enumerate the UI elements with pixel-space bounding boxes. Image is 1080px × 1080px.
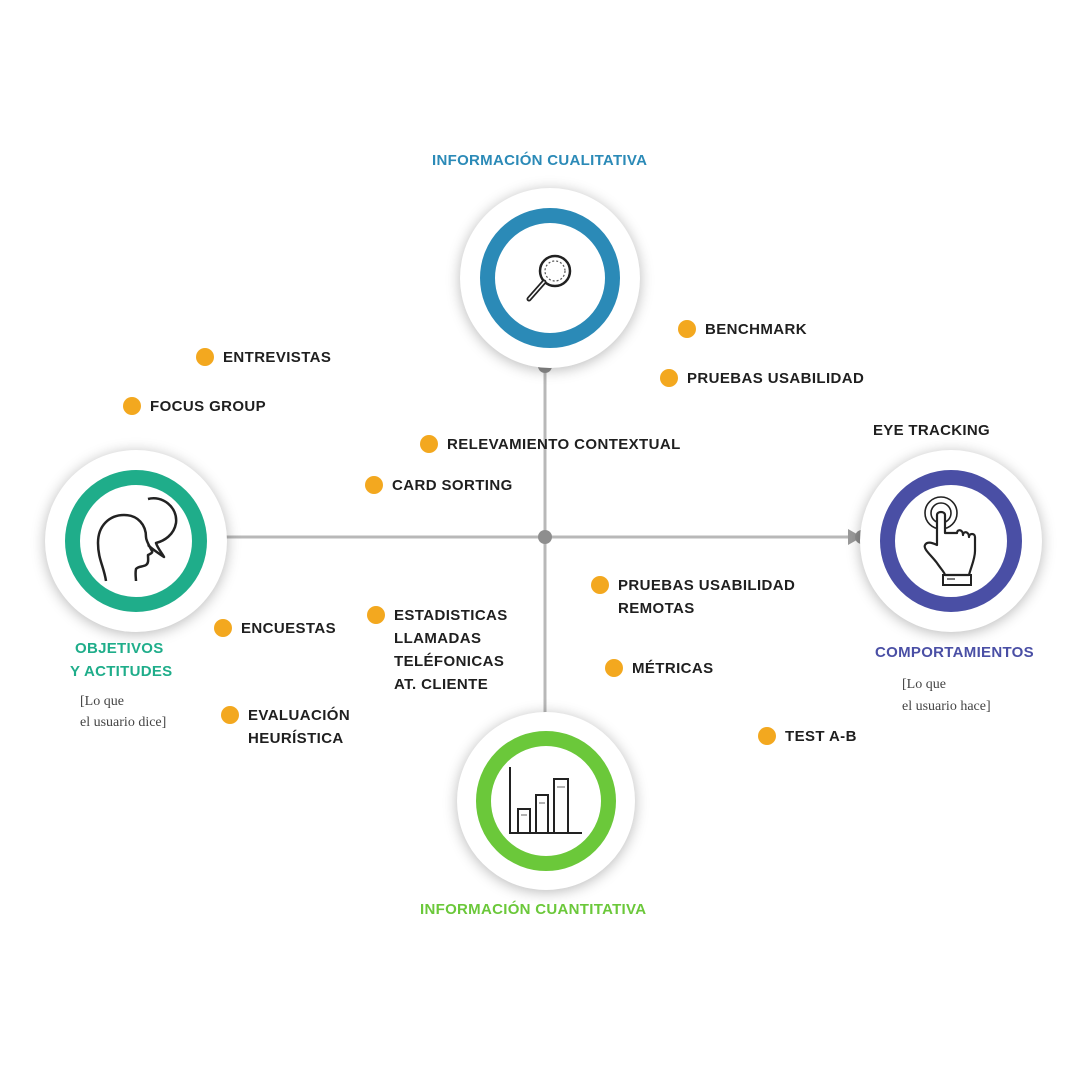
qualitative-hub — [460, 188, 640, 368]
method-label: RELEVAMIENTO CONTEXTUAL — [447, 436, 681, 453]
method-dot — [221, 706, 239, 724]
method-label: TEST A-B — [785, 728, 857, 745]
method-label: ENCUESTAS — [241, 620, 336, 637]
method-dot — [660, 369, 678, 387]
method-pruebas-remotas: PRUEBAS USABILIDAD REMOTAS — [591, 576, 795, 620]
method-metricas: MÉTRICAS — [605, 659, 714, 680]
qualitative-title: INFORMACIÓN CUALITATIVA — [432, 152, 648, 169]
method-entrevistas: ENTREVISTAS — [196, 348, 331, 369]
method-card-sorting: CARD SORTING — [365, 476, 513, 497]
eye-tracking-label: EYE TRACKING — [873, 422, 990, 439]
method-dot — [196, 348, 214, 366]
method-label: CARD SORTING — [392, 477, 513, 494]
attitudes-ring — [65, 470, 207, 612]
method-dot — [758, 727, 776, 745]
method-label: BENCHMARK — [705, 321, 807, 338]
quantitative-ring — [476, 731, 616, 871]
method-label: ESTADISTICAS LLAMADAS TELÉFONICAS AT. CL… — [394, 607, 508, 693]
method-label: EVALUACIÓN HEURÍSTICA — [248, 707, 351, 747]
attitudes-title-line1: OBJETIVOS — [75, 640, 164, 657]
method-dot — [605, 659, 623, 677]
method-evaluacion-heuristica: EVALUACIÓN HEURÍSTICA — [221, 706, 350, 750]
method-focus-group: FOCUS GROUP — [123, 397, 266, 418]
method-estadisticas: ESTADISTICAS LLAMADAS TELÉFONICAS AT. CL… — [367, 606, 508, 696]
attitudes-hub — [45, 450, 227, 632]
method-label: FOCUS GROUP — [150, 398, 267, 415]
method-dot — [365, 476, 383, 494]
method-label: ENTREVISTAS — [223, 349, 332, 366]
attitudes-title-line2: Y ACTITUDES — [70, 663, 173, 680]
behaviors-hub — [860, 450, 1042, 632]
method-pruebas-usabilidad: PRUEBAS USABILIDAD — [660, 369, 864, 390]
method-dot — [678, 320, 696, 338]
method-test-ab: TEST A-B — [758, 727, 857, 748]
bar-chart-icon — [509, 767, 582, 834]
method-dot — [214, 619, 232, 637]
behaviors-ring — [880, 470, 1022, 612]
behaviors-caption-line1: [Lo que — [902, 677, 946, 692]
method-dot — [420, 435, 438, 453]
behaviors-caption-line2: el usuario hace] — [902, 699, 991, 714]
method-benchmark: BENCHMARK — [678, 320, 807, 341]
behaviors-title: COMPORTAMIENTOS — [875, 644, 1034, 661]
method-dot — [123, 397, 141, 415]
touch-hand-icon — [923, 496, 977, 586]
method-label: PRUEBAS USABILIDAD — [687, 370, 865, 387]
method-label: MÉTRICAS — [632, 660, 714, 677]
method-relevamiento-contextual: RELEVAMIENTO CONTEXTUAL — [420, 435, 681, 456]
magnifier-icon — [526, 254, 572, 302]
quantitative-hub — [457, 712, 635, 890]
attitudes-caption-line1: [Lo que — [80, 694, 124, 709]
method-dot — [367, 606, 385, 624]
method-label: PRUEBAS USABILIDAD REMOTAS — [618, 577, 796, 617]
axis-node-center — [538, 530, 552, 544]
method-encuestas: ENCUESTAS — [214, 619, 336, 640]
attitudes-caption-line2: el usuario dice] — [80, 715, 167, 730]
talking-heads-icon — [96, 496, 178, 582]
method-dot — [591, 576, 609, 594]
quantitative-title: INFORMACIÓN CUANTITATIVA — [420, 901, 647, 918]
qualitative-ring — [480, 208, 620, 348]
